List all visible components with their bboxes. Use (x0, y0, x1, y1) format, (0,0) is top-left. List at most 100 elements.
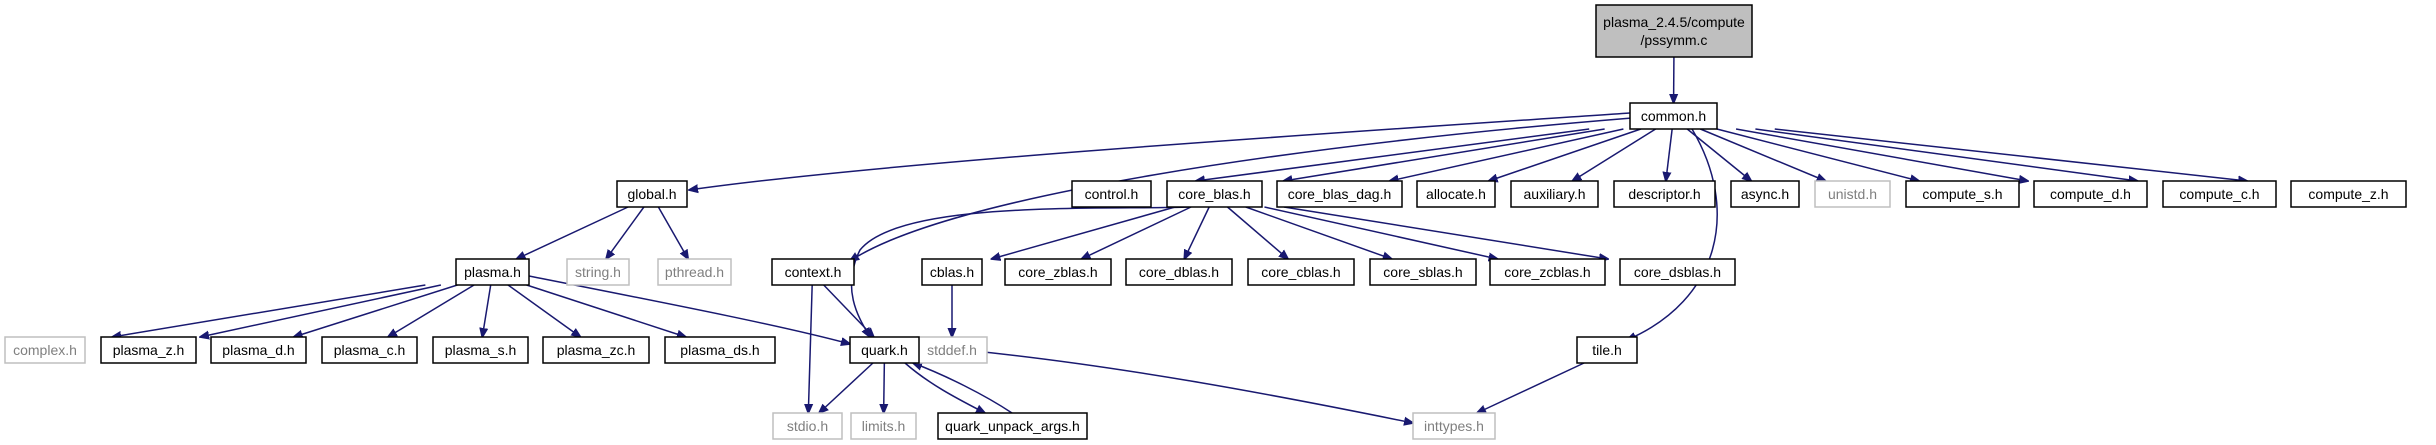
node-plasma_z[interactable]: plasma_z.h (100, 336, 197, 364)
edge-plasma-to-plasma_d (294, 284, 458, 337)
node-plasma_zc[interactable]: plasma_zc.h (542, 336, 650, 364)
edge-core_blas-to-core_sblas (1245, 206, 1392, 259)
node-core_dsblas[interactable]: core_dsblas.h (1619, 258, 1736, 286)
node-pthread: pthread.h (657, 258, 732, 286)
node-allocate[interactable]: allocate.h (1416, 180, 1496, 208)
node-plasma[interactable]: plasma.h (455, 258, 530, 286)
node-core_cblas[interactable]: core_cblas.h (1247, 258, 1355, 286)
node-core_dblas[interactable]: core_dblas.h (1125, 258, 1233, 286)
node-label: compute_z.h (2308, 186, 2388, 202)
node-plasma_ds[interactable]: plasma_ds.h (664, 336, 776, 364)
node-label: descriptor.h (1628, 186, 1700, 202)
node-label: core_zblas.h (1018, 264, 1097, 280)
node-core_zcblas[interactable]: core_zcblas.h (1489, 258, 1606, 286)
edge-quark-to-inttypes (918, 345, 1413, 423)
node-box (1730, 180, 1800, 208)
node-quark_unpack_args[interactable]: quark_unpack_args.h (937, 412, 1088, 440)
node-compute_z[interactable]: compute_z.h (2290, 180, 2407, 208)
node-label: common.h (1641, 108, 1706, 124)
edge-core_blas-to-quark (850, 206, 1191, 337)
node-label: plasma_z.h (113, 342, 185, 358)
node-box (1489, 258, 1606, 286)
edge-plasma-to-plasma_zc (507, 284, 580, 337)
node-label: plasma_d.h (222, 342, 294, 358)
node-core_zblas[interactable]: core_zblas.h (1004, 258, 1112, 286)
edge-quark-to-limits (884, 362, 885, 413)
node-plasma_s[interactable]: plasma_s.h (432, 336, 529, 364)
node-label: compute_c.h (2179, 186, 2259, 202)
node-compute_d[interactable]: compute_d.h (2033, 180, 2148, 208)
node-label: core_dblas.h (1139, 264, 1219, 280)
node-async[interactable]: async.h (1730, 180, 1800, 208)
node-box (1071, 180, 1152, 208)
node-label: limits.h (862, 418, 906, 434)
node-box (664, 336, 776, 364)
node-box (1004, 258, 1112, 286)
edge-common-to-compute_s (1716, 128, 1919, 181)
node-box (916, 336, 988, 364)
edge-common-to-async (1686, 128, 1751, 181)
node-context[interactable]: context.h (771, 258, 855, 286)
node-label: core_dsblas.h (1634, 264, 1721, 280)
node-box (850, 412, 917, 440)
node-box (566, 258, 630, 286)
node-stdio: stdio.h (772, 412, 843, 440)
edge-plasma-to-plasma_c (388, 284, 475, 337)
node-box (1276, 180, 1403, 208)
node-limits: limits.h (850, 412, 917, 440)
node-core_sblas[interactable]: core_sblas.h (1369, 258, 1477, 286)
node-common[interactable]: common.h (1629, 102, 1718, 130)
node-label: plasma_2.4.5/compute (1603, 14, 1745, 30)
edge-common-to-global (689, 112, 1631, 190)
node-string: string.h (566, 258, 630, 286)
edge-common-to-compute_c (1755, 128, 2137, 181)
edge-common-to-auxiliary (1572, 128, 1657, 181)
node-label: string.h (575, 264, 621, 280)
node-box (542, 336, 650, 364)
node-global[interactable]: global.h (616, 180, 688, 208)
node-label: tile.h (1592, 342, 1622, 358)
node-label: stddef.h (927, 342, 977, 358)
node-descriptor[interactable]: descriptor.h (1613, 180, 1716, 208)
node-label: compute_s.h (1922, 186, 2002, 202)
edge-core_blas-to-core_dsblas (1283, 206, 1608, 259)
edge-global-to-pthread (657, 206, 688, 259)
node-label: plasma_ds.h (680, 342, 759, 358)
edge-plasma-to-plasma_ds (526, 284, 686, 337)
node-compute_c[interactable]: compute_c.h (2162, 180, 2277, 208)
node-root[interactable]: plasma_2.4.5/compute/pssymm.c (1595, 4, 1753, 58)
edge-common-to-compute_d (1735, 128, 2028, 181)
node-box (210, 336, 307, 364)
node-tile[interactable]: tile.h (1576, 336, 1638, 364)
node-box (616, 180, 688, 208)
edge-common-to-descriptor (1666, 128, 1673, 181)
node-box (849, 336, 920, 364)
node-control[interactable]: control.h (1071, 180, 1152, 208)
node-core_blas[interactable]: core_blas.h (1166, 180, 1263, 208)
node-label: allocate.h (1426, 186, 1486, 202)
edge-context-to-stdio (808, 284, 812, 413)
edge-core_blas-to-core_zcblas (1264, 206, 1497, 259)
node-core_blas_dag[interactable]: core_blas_dag.h (1276, 180, 1403, 208)
node-box (1905, 180, 2020, 208)
node-auxiliary[interactable]: auxiliary.h (1510, 180, 1599, 208)
node-box (1412, 412, 1496, 440)
node-box (772, 412, 843, 440)
node-box (1613, 180, 1716, 208)
node-label: stdio.h (787, 418, 828, 434)
node-plasma_c[interactable]: plasma_c.h (321, 336, 418, 364)
node-box (1125, 258, 1233, 286)
node-label: plasma.h (464, 264, 521, 280)
node-plasma_d[interactable]: plasma_d.h (210, 336, 307, 364)
node-label: complex.h (13, 342, 77, 358)
node-box (1369, 258, 1477, 286)
node-cblas[interactable]: cblas.h (921, 258, 983, 286)
node-box (1619, 258, 1736, 286)
node-compute_s[interactable]: compute_s.h (1905, 180, 2020, 208)
node-box (2290, 180, 2407, 208)
node-stddef: stddef.h (916, 336, 988, 364)
node-box (1595, 4, 1753, 58)
node-box (657, 258, 732, 286)
node-quark[interactable]: quark.h (849, 336, 920, 364)
